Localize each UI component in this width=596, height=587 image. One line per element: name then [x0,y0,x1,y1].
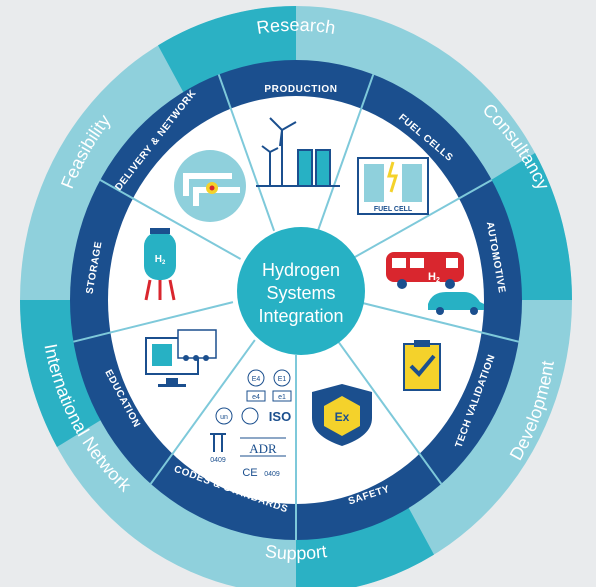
outer-label-research: Research [255,15,337,38]
mark-e1: E1 [278,376,287,383]
storage-h2-text: H2 [155,254,166,266]
mark-e4: E4 [252,376,261,383]
pipe-network-icon [174,150,246,222]
segment-divider [350,179,493,260]
standards-marks-icon: E4 E1 e4 e1 un ISO 0409 ADR CE 0409 [210,369,292,479]
storage-tank-icon: H2 [144,228,176,301]
mark-iso: ISO [269,409,291,424]
segment-label-production: PRODUCTION [264,84,337,95]
segment-divider [358,301,519,343]
bus-h2-text: H2 [428,271,440,284]
clipboard-check-icon [403,340,441,391]
segment-divider [316,74,375,232]
fuel-cell-icon: FUEL CELL [357,157,429,215]
bus-icon: H2 [386,252,464,289]
segment-divider [336,339,443,485]
safety-shield-icon: Ex [312,384,372,446]
segment-divider [149,339,256,485]
outer-label-support: Support [264,541,328,563]
center-hub [237,227,365,355]
mark-ce: CE [242,467,257,479]
mark-e4-small: e4 [252,394,260,401]
education-monitor-icon [145,329,217,387]
mark-un: un [220,414,228,421]
mark-0409: 0409 [210,457,226,464]
segment-dividers [73,74,519,540]
center-title-line3: Integration [258,306,343,326]
segment-divider [217,74,276,232]
center-title-line1: Hydrogen [262,260,340,280]
mark-e1-small: e1 [278,394,286,401]
ex-mark-text: Ex [335,410,350,424]
production-icon [256,117,340,187]
mark-ce-number: 0409 [264,471,280,478]
center-title-line2: Systems [266,283,335,303]
segment-divider [73,301,234,343]
car-icon [428,292,484,315]
segment-divider [99,179,242,260]
mark-adr: ADR [249,441,277,456]
fuel-cell-text: FUEL CELL [374,206,413,213]
